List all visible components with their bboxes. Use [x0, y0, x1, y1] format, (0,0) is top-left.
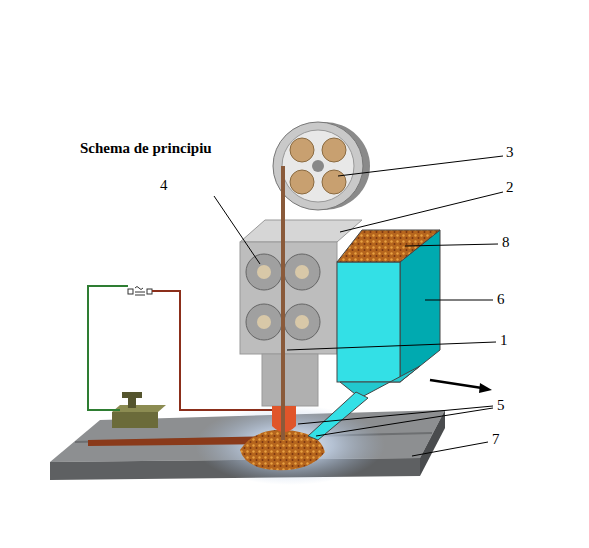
callout-number: 4 [160, 178, 168, 193]
power-source-symbol [128, 287, 152, 296]
flux-hopper [308, 230, 440, 440]
ground-wire [88, 286, 128, 410]
callout-number: 3 [506, 145, 514, 160]
callout-number: 6 [497, 292, 505, 307]
callout-number: 1 [500, 333, 508, 348]
callout-number: 2 [506, 180, 514, 195]
diagram-title: Schema de principiu [80, 141, 212, 156]
callout-number: 8 [502, 235, 510, 250]
arc-glow [195, 405, 385, 485]
callout-number: 5 [497, 398, 505, 413]
wire-spool [273, 122, 370, 210]
callout-number: 7 [492, 432, 500, 447]
travel-arrow [430, 380, 492, 393]
ground-clamp [112, 392, 166, 428]
leader-lines [214, 156, 503, 456]
electrode-wire [281, 166, 285, 440]
